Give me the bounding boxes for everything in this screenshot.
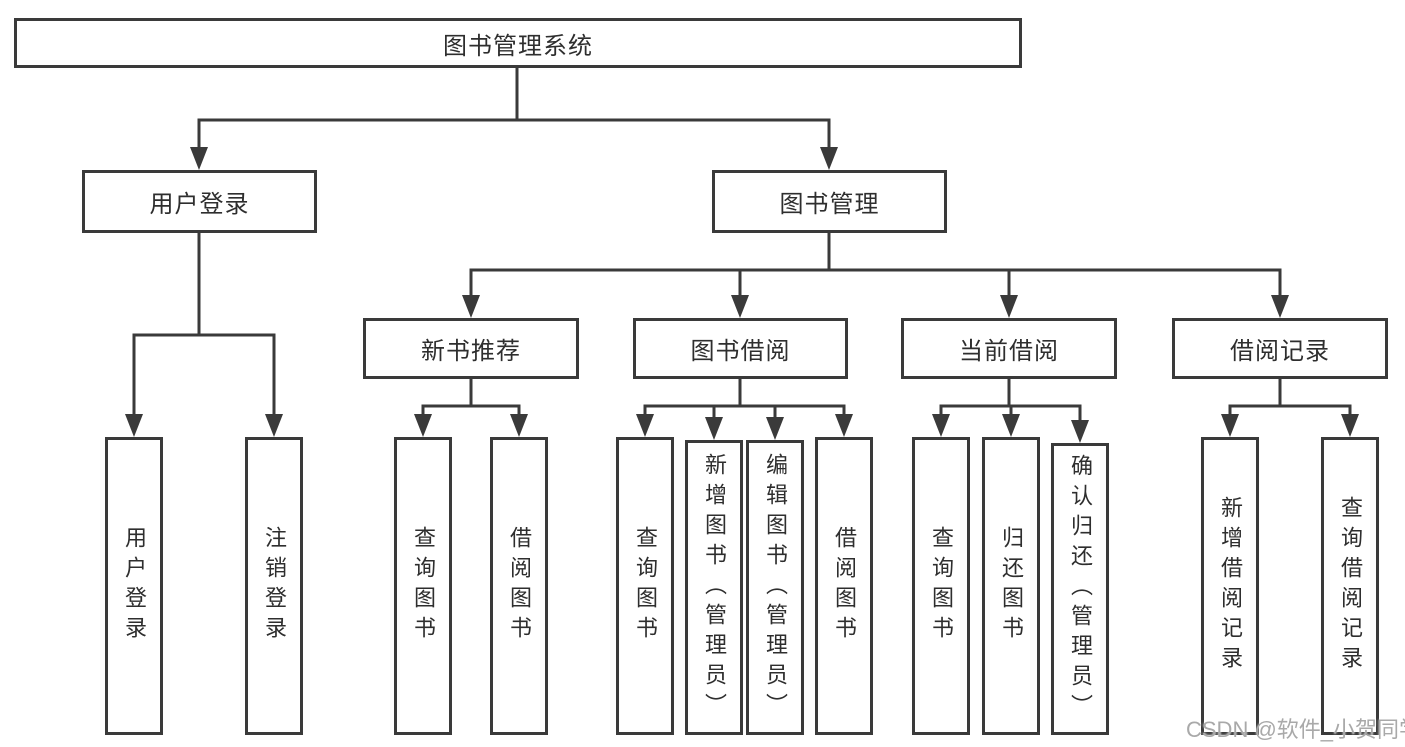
- leaf-query-books-1: 查询图书: [394, 437, 452, 735]
- leaf-borrow-books-2-label: 借阅图书: [832, 526, 857, 646]
- node-root-label: 图书管理系统: [443, 32, 593, 60]
- watermark: CSDN @软件_小贺同学: [1186, 717, 1405, 742]
- leaf-query-books-2: 查询图书: [616, 437, 674, 735]
- arrowhead-icons: [125, 147, 1359, 443]
- node-current-borrowing: 当前借阅: [901, 318, 1117, 379]
- leaf-user-login: 用户登录: [105, 437, 163, 735]
- leaf-user-login-label: 用户登录: [122, 526, 147, 646]
- node-user-login: 用户登录: [82, 170, 317, 233]
- leaf-logout: 注销登录: [245, 437, 303, 735]
- leaf-query-borrow-record: 查询借阅记录: [1321, 437, 1379, 735]
- node-user-login-label: 用户登录: [149, 191, 250, 218]
- leaf-query-books-3: 查询图书: [912, 437, 970, 735]
- node-root: 图书管理系统: [14, 18, 1022, 68]
- node-borrowing-records-label: 借阅记录: [1230, 338, 1330, 365]
- node-book-management: 图书管理: [712, 170, 947, 233]
- node-borrowing-records: 借阅记录: [1172, 318, 1388, 379]
- leaf-add-book-admin: 新增图书（管理员）: [685, 440, 743, 735]
- node-new-book-recommend-label: 新书推荐: [421, 338, 521, 365]
- node-current-borrowing-label: 当前借阅: [959, 338, 1059, 365]
- leaf-return-books-label: 归还图书: [999, 526, 1024, 646]
- node-book-borrowing-label: 图书借阅: [690, 338, 791, 365]
- leaf-add-book-admin-label: 新增图书（管理员）: [702, 452, 727, 723]
- leaf-return-books: 归还图书: [982, 437, 1040, 735]
- leaf-borrow-books-1: 借阅图书: [490, 437, 548, 735]
- leaf-query-books-3-label: 查询图书: [929, 526, 954, 646]
- leaf-add-borrow-record: 新增借阅记录: [1201, 437, 1259, 735]
- node-book-management-label: 图书管理: [779, 191, 880, 218]
- leaf-borrow-books-2: 借阅图书: [815, 437, 873, 735]
- leaf-query-books-1-label: 查询图书: [411, 526, 436, 646]
- leaf-borrow-books-1-label: 借阅图书: [507, 526, 532, 646]
- leaf-add-borrow-record-label: 新增借阅记录: [1218, 496, 1243, 676]
- leaf-edit-book-admin-label: 编辑图书（管理员）: [763, 452, 788, 723]
- connector-lines: [132, 68, 1352, 425]
- leaf-query-borrow-record-label: 查询借阅记录: [1338, 496, 1363, 676]
- node-book-borrowing: 图书借阅: [633, 318, 848, 379]
- leaf-confirm-return-admin-label: 确认归还（管理员）: [1068, 454, 1093, 724]
- leaf-query-books-2-label: 查询图书: [633, 526, 658, 646]
- leaf-confirm-return-admin: 确认归还（管理员）: [1051, 443, 1109, 735]
- node-new-book-recommend: 新书推荐: [363, 318, 579, 379]
- leaf-logout-label: 注销登录: [262, 526, 287, 646]
- leaf-edit-book-admin: 编辑图书（管理员）: [746, 440, 804, 735]
